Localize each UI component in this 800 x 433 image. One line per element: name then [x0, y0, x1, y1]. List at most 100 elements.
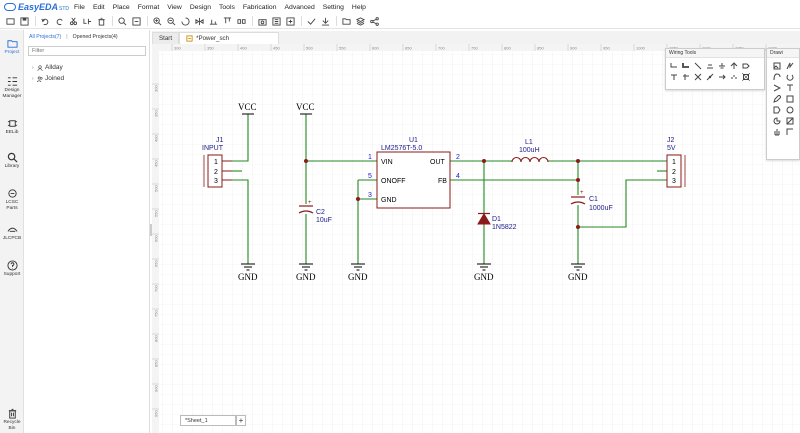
- arc-icon[interactable]: [771, 71, 783, 82]
- menu-tools[interactable]: Tools: [219, 3, 235, 11]
- gnd-symbol[interactable]: [241, 263, 255, 271]
- zoom-out-icon[interactable]: [165, 15, 178, 28]
- folder-open-icon[interactable]: [340, 15, 353, 28]
- freehand-icon[interactable]: [784, 60, 796, 71]
- menu-place[interactable]: Place: [112, 3, 130, 11]
- rail-library[interactable]: Library: [0, 152, 24, 170]
- junction-icon[interactable]: [704, 71, 716, 82]
- menu-file[interactable]: File: [74, 3, 85, 11]
- arrow-icon[interactable]: [771, 104, 783, 115]
- menu-setting[interactable]: Setting: [322, 3, 344, 11]
- tab-start[interactable]: Start: [152, 32, 180, 44]
- wire-j2-pin3[interactable]: [578, 179, 667, 228]
- camera-icon[interactable]: [256, 15, 269, 28]
- junction-dot[interactable]: [576, 178, 580, 182]
- menu-edit[interactable]: Edit: [92, 3, 105, 11]
- add-sheet-button[interactable]: +: [236, 415, 246, 426]
- rail-design-manager[interactable]: Design Manager: [0, 76, 24, 99]
- bezier-icon[interactable]: [784, 71, 796, 82]
- gnd-symbol[interactable]: [299, 263, 313, 271]
- unit-icon[interactable]: [81, 15, 94, 28]
- menu-help[interactable]: Help: [351, 3, 366, 11]
- net-flag-vcc-icon[interactable]: [728, 60, 740, 71]
- bus-entry-icon[interactable]: [692, 60, 704, 71]
- import-icon[interactable]: [319, 15, 332, 28]
- rail-lcsc-parts[interactable]: LCSC Parts: [0, 188, 24, 211]
- rail-eelib[interactable]: EELib: [0, 118, 24, 136]
- menu-view[interactable]: View: [167, 3, 182, 11]
- vcc-symbol-2[interactable]: VCC: [296, 102, 315, 115]
- pie-icon[interactable]: [771, 115, 783, 126]
- delete-icon[interactable]: [95, 15, 108, 28]
- menu-advanced[interactable]: Advanced: [284, 3, 315, 11]
- pencil-icon[interactable]: [771, 93, 783, 104]
- rectangle-icon[interactable]: [784, 93, 796, 104]
- net-port-icon[interactable]: [740, 60, 752, 71]
- netlabel-arrow-icon[interactable]: [728, 71, 740, 82]
- rail-support[interactable]: Support: [0, 260, 24, 278]
- gnd-symbol[interactable]: [477, 263, 491, 271]
- junction-dot[interactable]: [356, 197, 360, 201]
- gnd-symbol[interactable]: [351, 263, 365, 271]
- group-icon[interactable]: [740, 71, 752, 82]
- tree-item-allday[interactable]: › Allday: [24, 62, 149, 73]
- capacitor-c2[interactable]: + C2 10uF: [298, 200, 332, 224]
- zoom-in-icon[interactable]: [151, 15, 164, 28]
- flip-icon[interactable]: [193, 15, 206, 28]
- filter-input[interactable]: [28, 46, 146, 56]
- inductor-l1[interactable]: L1 100uH: [511, 139, 549, 165]
- save-icon[interactable]: [18, 15, 31, 28]
- canvas-origin-icon[interactable]: [784, 126, 796, 137]
- tab-all-projects[interactable]: All Projects(7): [29, 34, 62, 40]
- picture-icon[interactable]: [784, 115, 796, 126]
- net-flag-gnd-icon[interactable]: [716, 60, 728, 71]
- junction-dot[interactable]: [576, 159, 580, 163]
- connector-j1[interactable]: J1 INPUT 1 2 3: [202, 137, 232, 188]
- distribute-icon[interactable]: [235, 15, 248, 28]
- ellipse-icon[interactable]: [784, 104, 796, 115]
- tree-item-joined[interactable]: › Joined: [24, 73, 149, 84]
- capacitor-c1[interactable]: + C1 1000uF: [570, 190, 613, 212]
- rail-recycle-bin[interactable]: Recycle Bin: [0, 408, 24, 431]
- polygon-icon[interactable]: [771, 82, 783, 93]
- image-icon[interactable]: [771, 60, 783, 71]
- cut-icon[interactable]: [67, 15, 80, 28]
- new-icon[interactable]: [4, 15, 17, 28]
- voltage-probe-icon[interactable]: [668, 71, 680, 82]
- junction-dot[interactable]: [576, 225, 580, 229]
- regulator-u1[interactable]: U1 LM2576T-5.0 VIN ONOFF GND OUT FB 1 5 …: [368, 137, 460, 209]
- wire-j1-pin3-gnd[interactable]: [232, 179, 249, 264]
- no-connect-flag-icon[interactable]: [692, 71, 704, 82]
- pin-icon[interactable]: [680, 71, 692, 82]
- redo-icon[interactable]: [53, 15, 66, 28]
- wire-j1-pin1-vcc[interactable]: [232, 114, 249, 162]
- undo-icon[interactable]: [39, 15, 52, 28]
- wire-icon[interactable]: [668, 60, 680, 71]
- design-check-icon[interactable]: [305, 15, 318, 28]
- menu-design[interactable]: Design: [189, 3, 211, 11]
- convert-pcb-icon[interactable]: [284, 15, 297, 28]
- bus-icon[interactable]: [680, 60, 692, 71]
- mirror-icon[interactable]: [207, 15, 220, 28]
- share-icon[interactable]: [368, 15, 381, 28]
- sheet-tab[interactable]: *Sheet_1: [180, 415, 236, 426]
- tab-opened-projects[interactable]: Opened Projects(4): [72, 34, 118, 40]
- rail-project[interactable]: Project: [0, 38, 24, 56]
- bom-icon[interactable]: [270, 15, 283, 28]
- tab-power-sch[interactable]: *Power_sch: [179, 32, 280, 44]
- text-icon[interactable]: [784, 82, 796, 93]
- diode-d1[interactable]: D1 1N5822: [477, 212, 517, 232]
- search-replace-icon[interactable]: [130, 15, 143, 28]
- connector-j2[interactable]: J2 5V 1 2 3: [666, 137, 686, 188]
- layers-icon[interactable]: [354, 15, 367, 28]
- drag-icon[interactable]: [771, 126, 783, 137]
- rail-jlcpcb[interactable]: JLCPCB: [0, 224, 24, 242]
- net-label-icon[interactable]: [704, 60, 716, 71]
- gnd-symbol[interactable]: [571, 263, 585, 271]
- text-net-icon[interactable]: [716, 71, 728, 82]
- search-icon[interactable]: [116, 15, 129, 28]
- menu-fabrication[interactable]: Fabrication: [242, 3, 277, 11]
- junction-dot[interactable]: [482, 159, 486, 163]
